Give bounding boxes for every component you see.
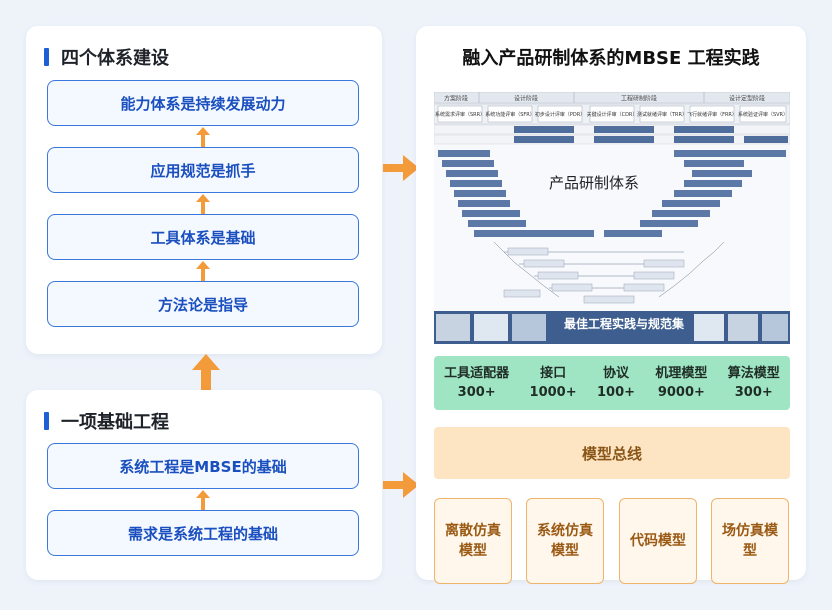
review-label: 测试就绪评审（TRR） [637,111,687,118]
system-construction-panel: 四个体系建设 能力体系是持续发展动力 应用规范是抓手 工具体系是基础 方法论是指… [26,26,382,354]
v-right-branch [604,150,786,237]
foundation-engineering-panel: 一项基础工程 系统工程是MBSE的基础 需求是系统工程的基础 [26,390,382,580]
stat-value: 1000+ [529,385,577,400]
title-accent-bar [44,48,49,66]
requirements-box: 需求是系统工程的基础 [47,510,359,556]
review-label: 初步设计评审（PDR） [535,111,585,118]
application-standard-box: 应用规范是抓手 [47,147,359,193]
right-arrow-icon [383,472,419,498]
system-construction-title: 四个体系建设 [61,48,169,69]
up-arrow-icon [196,127,210,147]
stat-protocol: 协议 100+ [597,364,635,402]
stat-label: 接口 [540,366,567,381]
foundation-engineering-title: 一项基础工程 [61,412,169,433]
review-label: 飞行就绪评审（FRR） [687,111,737,118]
panel-title: 四个体系建设 [44,44,169,70]
review-label: 系统需求评审（SRR） [435,111,485,118]
stat-label: 工具适配器 [444,366,510,381]
code-model-box: 代码模型 [619,498,697,584]
review-label: 系统验证评审（SVR） [738,111,788,118]
title-accent-bar [44,412,49,430]
stat-algorithm-model: 算法模型 300+ [728,364,780,402]
mbse-practice-panel: 融入产品研制体系的MBSE 工程实践 方案阶段 设计阶段 工程研制阶段 设计定型… [416,26,806,584]
stat-value: 300+ [734,385,773,400]
stat-value: 100+ [596,385,636,400]
panel-title: 一项基础工程 [44,408,169,434]
phase-label: 设计定型阶段 [729,95,765,103]
review-label: 系统功能评审（SFR） [485,111,535,118]
mbse-practice-title: 融入产品研制体系的MBSE 工程实践 [462,48,760,69]
phase-header: 方案阶段 设计阶段 工程研制阶段 设计定型阶段 [434,92,790,104]
review-row: 系统需求评审（SRR） 系统功能评审（SFR） 初步设计评审（PDR） 关键设计… [434,103,790,125]
stat-interface: 接口 1000+ [530,364,577,402]
best-practice-strip: 最佳工程实践与规范集 [434,311,790,344]
management-rows [434,124,790,145]
review-label: 关键设计评审（CDR） [587,111,638,118]
phase-label: 设计阶段 [514,95,538,103]
v-model-diagram: 方案阶段 设计阶段 工程研制阶段 设计定型阶段 系统需求评审（SRR） 系统功能… [434,92,790,344]
discrete-simulation-model-box: 离散仿真模型 [434,498,512,584]
big-up-arrow-icon [192,354,220,390]
v-left-branch [438,150,594,237]
phase-label: 方案阶段 [444,95,468,103]
system-engineering-box: 系统工程是MBSE的基础 [47,443,359,489]
stat-label: 协议 [602,366,629,381]
best-practice-label: 最佳工程实践与规范集 [564,316,685,331]
stat-tool-adapter: 工具适配器 300+ [444,364,509,402]
stat-label: 算法模型 [727,366,780,381]
right-arrow-icon [383,155,419,181]
stat-value: 300+ [457,385,496,400]
stats-bar: 工具适配器 300+ 接口 1000+ 协议 100+ 机理模型 9000+ 算… [434,356,790,410]
methodology-box: 方法论是指导 [47,281,359,327]
tool-system-box: 工具体系是基础 [47,214,359,260]
model-bus: 模型总线 [434,427,790,479]
field-simulation-model-box: 场仿真模型 [711,498,789,584]
capability-system-box: 能力体系是持续发展动力 [47,80,359,126]
up-arrow-icon [196,261,210,281]
stat-label: 机理模型 [655,366,708,381]
product-development-label: 产品研制体系 [549,174,639,192]
up-arrow-icon [196,490,210,510]
stat-value: 9000+ [657,385,705,400]
system-simulation-model-box: 系统仿真模型 [526,498,604,584]
stat-mechanism-model: 机理模型 9000+ [655,364,707,402]
phase-label: 工程研制阶段 [621,95,657,103]
up-arrow-icon [196,194,210,214]
v-lower-blocks [503,247,685,304]
